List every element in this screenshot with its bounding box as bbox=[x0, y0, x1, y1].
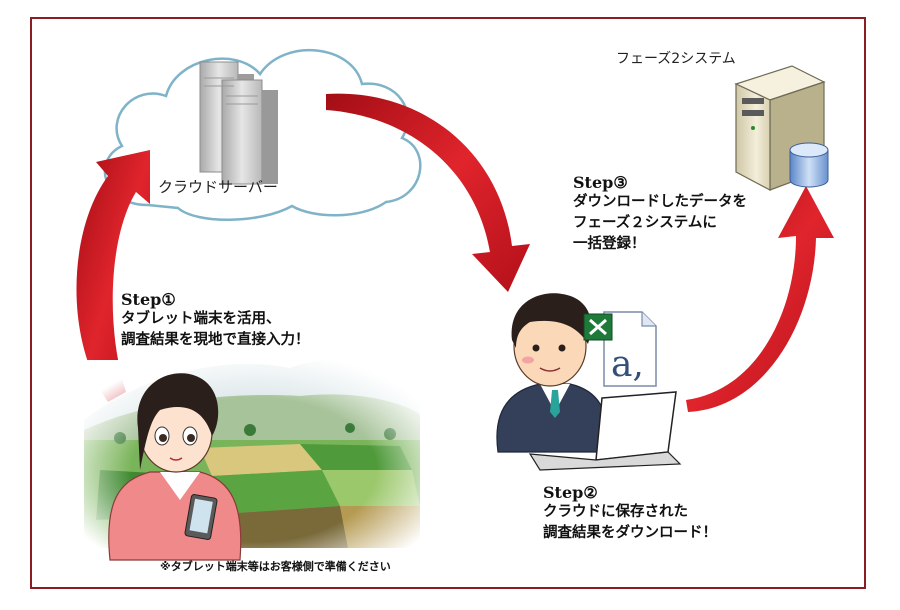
businessman-at-pc-illustration bbox=[496, 293, 608, 453]
cloud-server-label: クラウドサーバー bbox=[158, 178, 278, 196]
step1-callout: Step① タブレット端末を活用、 調査結果を現地で直接入力！ bbox=[121, 290, 310, 351]
step1-line1: タブレット端末を活用、 bbox=[121, 311, 281, 327]
excel-file-icon bbox=[583, 313, 613, 341]
word-file-icon bbox=[603, 311, 657, 387]
step2-callout: Step② クラウドに保存された 調査結果をダウンロード！ bbox=[543, 483, 717, 544]
phase2-system-label: フェーズ2システム bbox=[616, 51, 736, 67]
tablet-note: ※タブレット端末等はお客様側で準備ください bbox=[160, 560, 391, 573]
arrow-register-to-system bbox=[686, 186, 834, 412]
step3-callout: Step③ ダウンロードしたデータを フェーズ２システムに 一括登録！ bbox=[573, 173, 747, 255]
step2-line1: クラウドに保存された bbox=[543, 504, 688, 520]
step1-title: Step① bbox=[121, 290, 176, 309]
arrow-download-to-pc bbox=[326, 93, 530, 292]
diagram-frame bbox=[30, 17, 866, 589]
server-rack-icon bbox=[199, 61, 278, 185]
word-file-letter: a, bbox=[611, 344, 644, 385]
step2-title: Step② bbox=[543, 483, 598, 502]
step3-title: Step③ bbox=[573, 173, 628, 192]
step2-line2: 調査結果をダウンロード！ bbox=[543, 525, 717, 541]
step3-line3: 一括登録！ bbox=[573, 236, 646, 252]
tower-server-icon bbox=[734, 65, 826, 191]
step1-line2: 調査結果を現地で直接入力！ bbox=[121, 332, 310, 348]
woman-with-tablet-illustration bbox=[108, 373, 242, 561]
step3-line2: フェーズ２システムに bbox=[573, 215, 717, 231]
laptop-icon bbox=[528, 391, 682, 471]
step3-line1: ダウンロードしたデータを bbox=[573, 194, 747, 210]
database-icon bbox=[789, 142, 829, 188]
arrow-upload-to-cloud bbox=[76, 150, 150, 402]
